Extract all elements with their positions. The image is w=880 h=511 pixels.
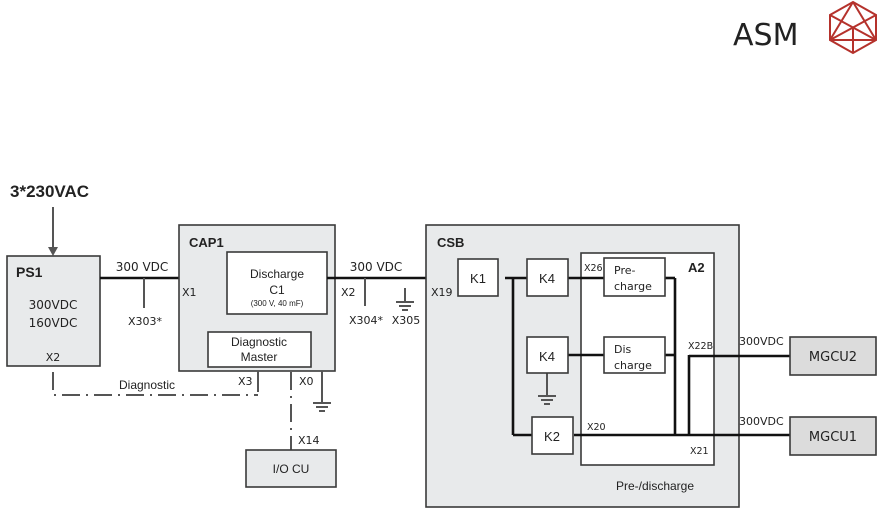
csb-footer-label: Pre-/discharge <box>616 479 694 493</box>
ps1-line1: 300VDC <box>29 298 78 312</box>
iocu-box[interactable] <box>245 449 337 488</box>
x303-label: X303* <box>128 315 163 328</box>
ground-icon <box>396 301 414 311</box>
relay-k4-bottom-label: K4 <box>539 349 555 364</box>
a2-port-x26: X26 <box>584 263 603 274</box>
ps1-box[interactable] <box>6 255 101 367</box>
diagnostic-master-line2: Master <box>241 350 278 364</box>
relay-k2[interactable] <box>531 416 574 455</box>
input-label: 3*230VAC <box>10 182 89 201</box>
output-mgcu1-voltage: 300VDC <box>739 415 784 428</box>
relay-k1[interactable] <box>457 258 499 297</box>
asm-crystal-logo-icon <box>829 0 877 55</box>
relay-k4-top[interactable] <box>526 258 569 297</box>
discharge-line1: Dis <box>614 343 632 356</box>
x305-label: X305 <box>392 314 421 327</box>
cap1-title: CAP1 <box>189 235 224 250</box>
discharge-line2: charge <box>614 359 652 372</box>
ground-icon <box>538 395 556 405</box>
discharge-c1-line3: (300 V, 40 mF) <box>251 299 304 308</box>
discharge-c1-box[interactable] <box>226 251 328 315</box>
a2-port-x21: X21 <box>690 446 709 457</box>
a2-title: A2 <box>688 260 705 275</box>
ps1-title: PS1 <box>16 264 43 280</box>
output-mgcu2-voltage: 300VDC <box>739 335 784 348</box>
mgcu2-box[interactable] <box>789 336 877 376</box>
mgcu1-label: MGCU1 <box>809 430 857 445</box>
relay-k4-top-label: K4 <box>539 271 555 286</box>
logo-text: ASM <box>733 18 798 53</box>
cap1-port-x0: X0 <box>299 375 314 388</box>
relay-k2-label: K2 <box>544 429 560 444</box>
asm-logo: ASM <box>733 0 877 55</box>
ps1-line2: 160VDC <box>29 316 78 330</box>
precharge-line1: Pre- <box>614 264 635 277</box>
arrow-down-icon <box>48 247 58 256</box>
cap1-port-x2: X2 <box>341 286 356 299</box>
relay-k4-bottom[interactable] <box>526 336 569 374</box>
diagnostic-master-line1: Diagnostic <box>231 335 287 349</box>
precharge-line2: charge <box>614 280 652 293</box>
iocu-title: I/O CU <box>273 462 310 476</box>
bus1-label: 300 VDC <box>116 260 169 274</box>
cap1-port-x3: X3 <box>238 375 253 388</box>
discharge-box[interactable] <box>603 336 666 374</box>
x304-label: X304* <box>349 314 384 327</box>
csb-title: CSB <box>437 235 464 250</box>
mgcu1-box[interactable] <box>789 416 877 456</box>
csb-port-x19: X19 <box>431 286 453 299</box>
mgcu2-label: MGCU2 <box>809 350 857 365</box>
a2-port-x22b: X22B <box>688 341 713 352</box>
iocu-port-x14: X14 <box>298 434 320 447</box>
a2-port-x20: X20 <box>587 422 606 433</box>
bus2-label: 300 VDC <box>350 260 403 274</box>
discharge-c1-line2: C1 <box>269 283 285 297</box>
ps1-port-x2: X2 <box>46 351 61 364</box>
ground-icon <box>313 402 331 412</box>
diagnostic-master-box[interactable] <box>207 331 312 368</box>
precharge-box[interactable] <box>603 257 666 297</box>
diagnostic-link <box>52 372 258 396</box>
cap1-port-x1: X1 <box>182 286 197 299</box>
diagnostic-link-label: Diagnostic <box>119 378 175 392</box>
relay-k1-label: K1 <box>470 271 486 286</box>
discharge-c1-line1: Discharge <box>250 267 304 281</box>
